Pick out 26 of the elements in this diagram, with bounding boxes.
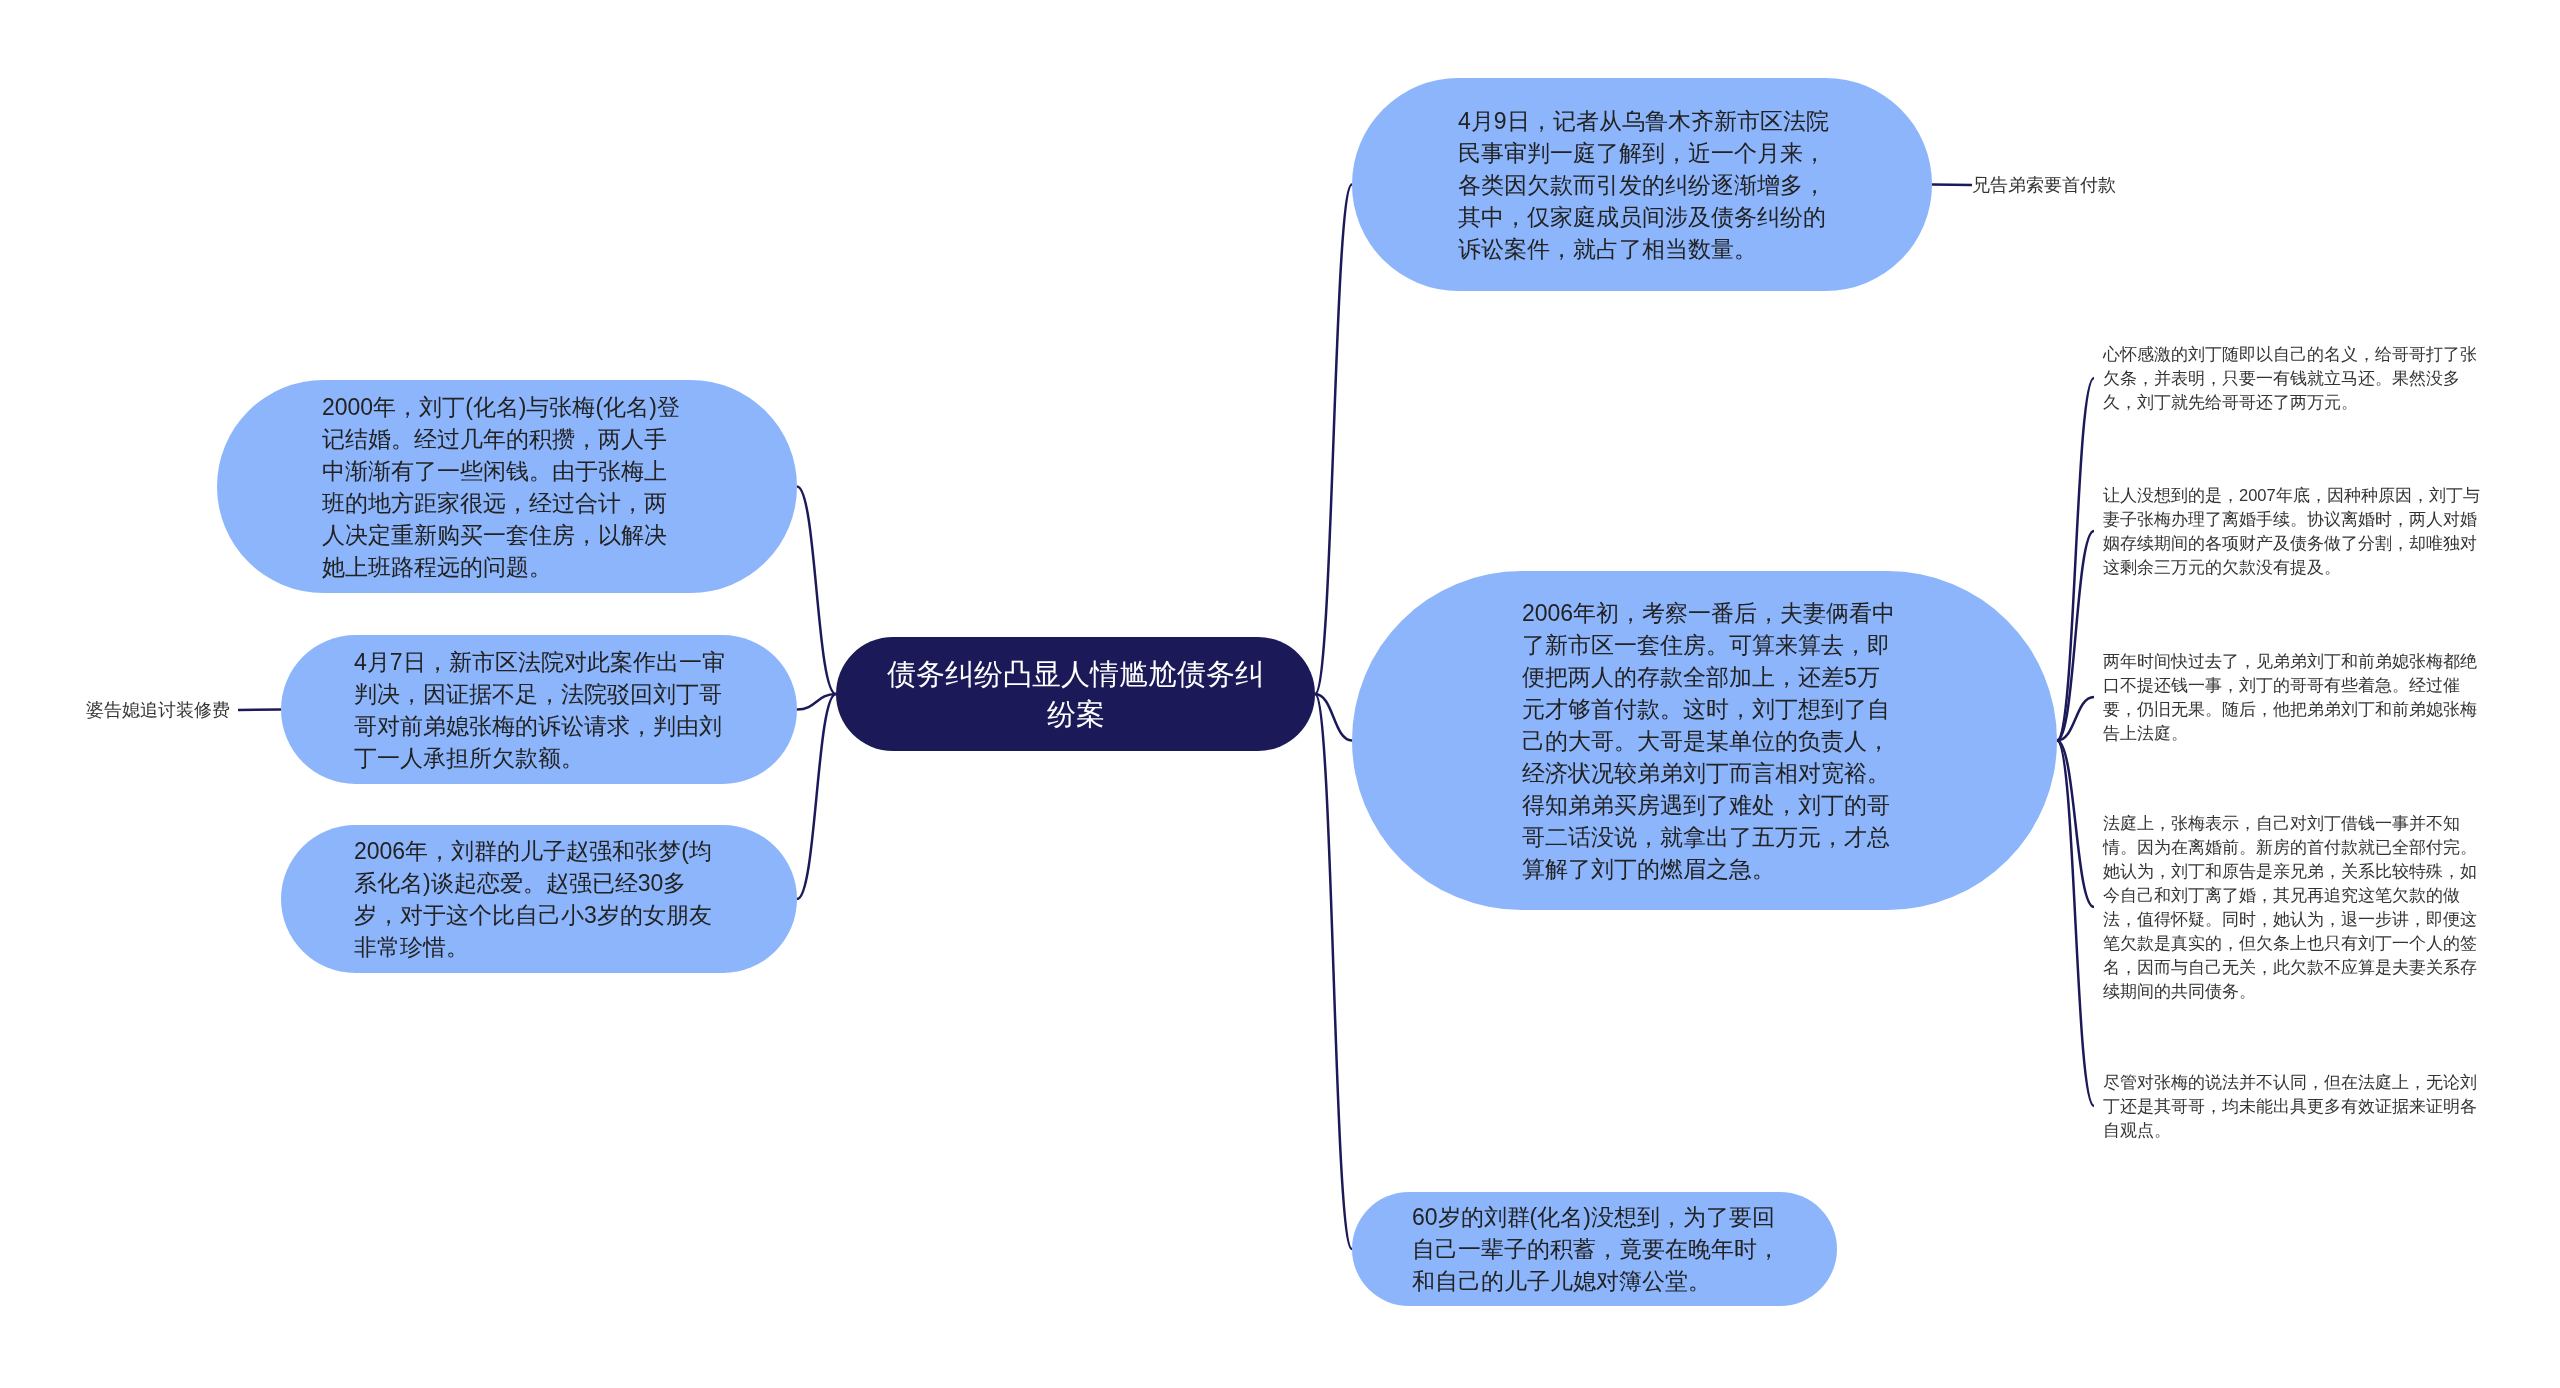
connector-line	[796, 485, 837, 695]
connector-line	[2055, 739, 2096, 1107]
topic-bubble: 4月9日，记者从乌鲁木齐新市区法院民事审判一庭了解到，近一个月来，各类因欠款而引发的纠纷逐渐增多，其中，仅家庭成员间涉及债务纠纷的诉讼案件，就占了相当数量。	[1352, 78, 1932, 291]
connector-line	[796, 692, 837, 711]
connector-line	[238, 708, 281, 712]
topic-bubble: 2006年初，考察一番后，夫妻俩看中了新市区一套住房。可算来算去，即便把两人的存款全部加上，还差5万元才够首付款。这时，刘丁想到了自己的大哥。大哥是某单位的负责人，经济状况较弟弟刘丁而言相对宽裕。得知弟弟买房遇到了难处，刘丁的哥哥二话没说，就拿出了五万元，才总算解了刘丁的燃眉之急。	[1352, 571, 2057, 910]
central-topic: 债务纠纷凸显人情尴尬债务纠纷案	[836, 637, 1315, 751]
connector-line	[796, 693, 837, 900]
topic-bubble: 2006年，刘群的儿子赵强和张梦(均系化名)谈起恋爱。赵强已经30多岁，对于这个比自己小3岁的女朋友非常珍惜。	[281, 825, 797, 973]
topic-bubble: 2000年，刘丁(化名)与张梅(化名)登记结婚。经过几年的积攒，两人手中渐渐有了一些闲钱。由于张梅上班的地方距家很远，经过合计，两人决定重新购买一套住房，以解决她上班路程远的问题。	[217, 380, 797, 593]
note-text: 尽管对张梅的说法并不认同，但在法庭上，无论刘丁还是其哥哥，均未能出具更多有效证据来证明各自观点。	[2094, 1068, 2484, 1144]
connector-line	[2056, 695, 2095, 742]
branch-label: 婆告媳追讨装修费	[86, 698, 238, 722]
connector-line	[1314, 692, 1353, 742]
note-text: 两年时间快过去了，见弟弟刘丁和前弟媳张梅都绝口不提还钱一事，刘丁的哥哥有些着急。经过催要，仍旧无果。随后，他把弟弟刘丁和前弟媳张梅告上法庭。	[2094, 648, 2484, 746]
note-text: 让人没想到的是，2007年底，因种种原因，刘丁与妻子张梅办理了离婚手续。协议离婚时，两人对婚姻存续期间的各项财产及债务做了分割，却唯独对这剩余三万元的欠款没有提及。	[2094, 470, 2484, 592]
branch-label: 兄告弟索要首付款	[1972, 173, 2142, 197]
connector-line	[2056, 530, 2095, 742]
connector-line	[1932, 183, 1972, 187]
topic-bubble: 4月7日，新市区法院对此案作出一审判决，因证据不足，法院驳回刘丁哥哥对前弟媳张梅的诉讼请求，判由刘丁一人承担所欠款额。	[281, 635, 797, 784]
note-text: 法庭上，张梅表示，自己对刘丁借钱一事并不知情。因为在离婚前。新房的首付款就已全部付完。她认为，刘丁和原告是亲兄弟，关系比较特殊，如今自己和刘丁离了婚，其兄再追究这笔欠款的做法，值得怀疑。同时，她认为，退一步讲，即便这笔欠款是真实的，但欠条上也只有刘丁一个人的签名，因而与自己无关，此欠款不应算是夫妻关系存续期间的共同债务。	[2094, 798, 2484, 1016]
connector-line	[1313, 693, 1354, 1250]
topic-bubble: 60岁的刘群(化名)没想到，为了要回自己一辈子的积蓄，竟要在晚年时，和自己的儿子儿媳对簿公堂。	[1352, 1192, 1837, 1306]
note-text: 心怀感激的刘丁随即以自己的名义，给哥哥打了张欠条，并表明，只要一有钱就立马还。果然没多久，刘丁就先给哥哥还了两万元。	[2094, 340, 2484, 416]
connector-line	[2056, 739, 2095, 908]
connector-line	[1313, 184, 1354, 695]
